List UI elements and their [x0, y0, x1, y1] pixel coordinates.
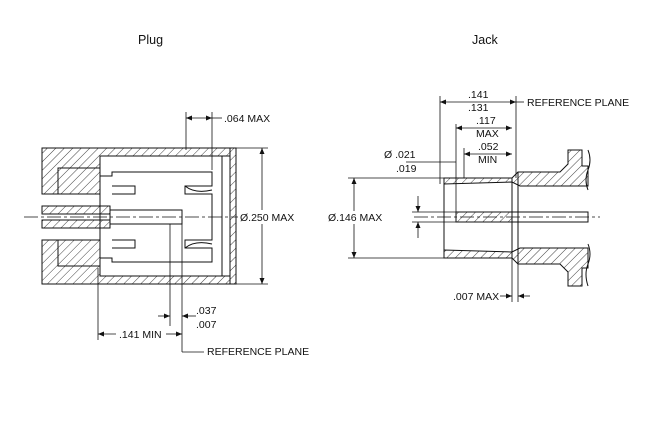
jack-drawing: Jack .141 .131 REFERENCE PLA: [326, 33, 629, 303]
jack-dim-141: .141: [468, 89, 489, 101]
jack-dim-052-min: MIN: [478, 154, 497, 166]
jack-dim-007: .007 MAX: [453, 291, 499, 303]
jack-dim-007-group: .007 MAX: [453, 258, 530, 303]
plug-dim-141: .141 MIN: [119, 329, 162, 341]
plug-drawing: Plug: [24, 33, 309, 358]
plug-reference-plane-group: REFERENCE PLANE: [182, 346, 309, 358]
plug-dim-141-group: .141 MIN: [97, 268, 182, 341]
jack-title: Jack: [472, 33, 498, 47]
plug-dim-250-group: Ø.250 MAX: [236, 147, 296, 285]
plug-dim-064: .064 MAX: [224, 113, 270, 125]
jack-dim-131: .131: [468, 102, 489, 114]
jack-body: [443, 149, 591, 287]
jack-dim-146-group: Ø.146 MAX: [326, 177, 444, 259]
plug-dim-064-group: .064 MAX: [185, 112, 270, 170]
jack-dim-146: Ø.146 MAX: [328, 212, 382, 224]
jack-dim-021: Ø .021: [384, 149, 416, 161]
plug-dim-037-group: .037 .007: [158, 224, 217, 352]
jack-dim-141-group: .141 .131 REFERENCE PLANE: [439, 89, 629, 184]
plug-body: [41, 147, 237, 285]
jack-reference-plane-label: REFERENCE PLANE: [527, 97, 629, 109]
jack-dim-021-group: Ø .021 .019: [384, 149, 456, 238]
plug-dim-037: .037: [196, 305, 217, 317]
jack-dim-052-group: .052 MIN: [463, 141, 512, 178]
jack-dim-052: .052: [478, 141, 499, 153]
plug-dim-007: .007: [196, 319, 217, 331]
jack-dim-117-max: MAX: [476, 128, 499, 140]
jack-dim-117: .117: [476, 115, 496, 127]
plug-reference-plane-label: REFERENCE PLANE: [207, 346, 309, 358]
plug-dim-250: Ø.250 MAX: [240, 212, 294, 224]
jack-dim-019: .019: [396, 163, 417, 175]
plug-title: Plug: [138, 33, 163, 47]
jack-dim-117-group: .117 MAX: [455, 115, 512, 212]
